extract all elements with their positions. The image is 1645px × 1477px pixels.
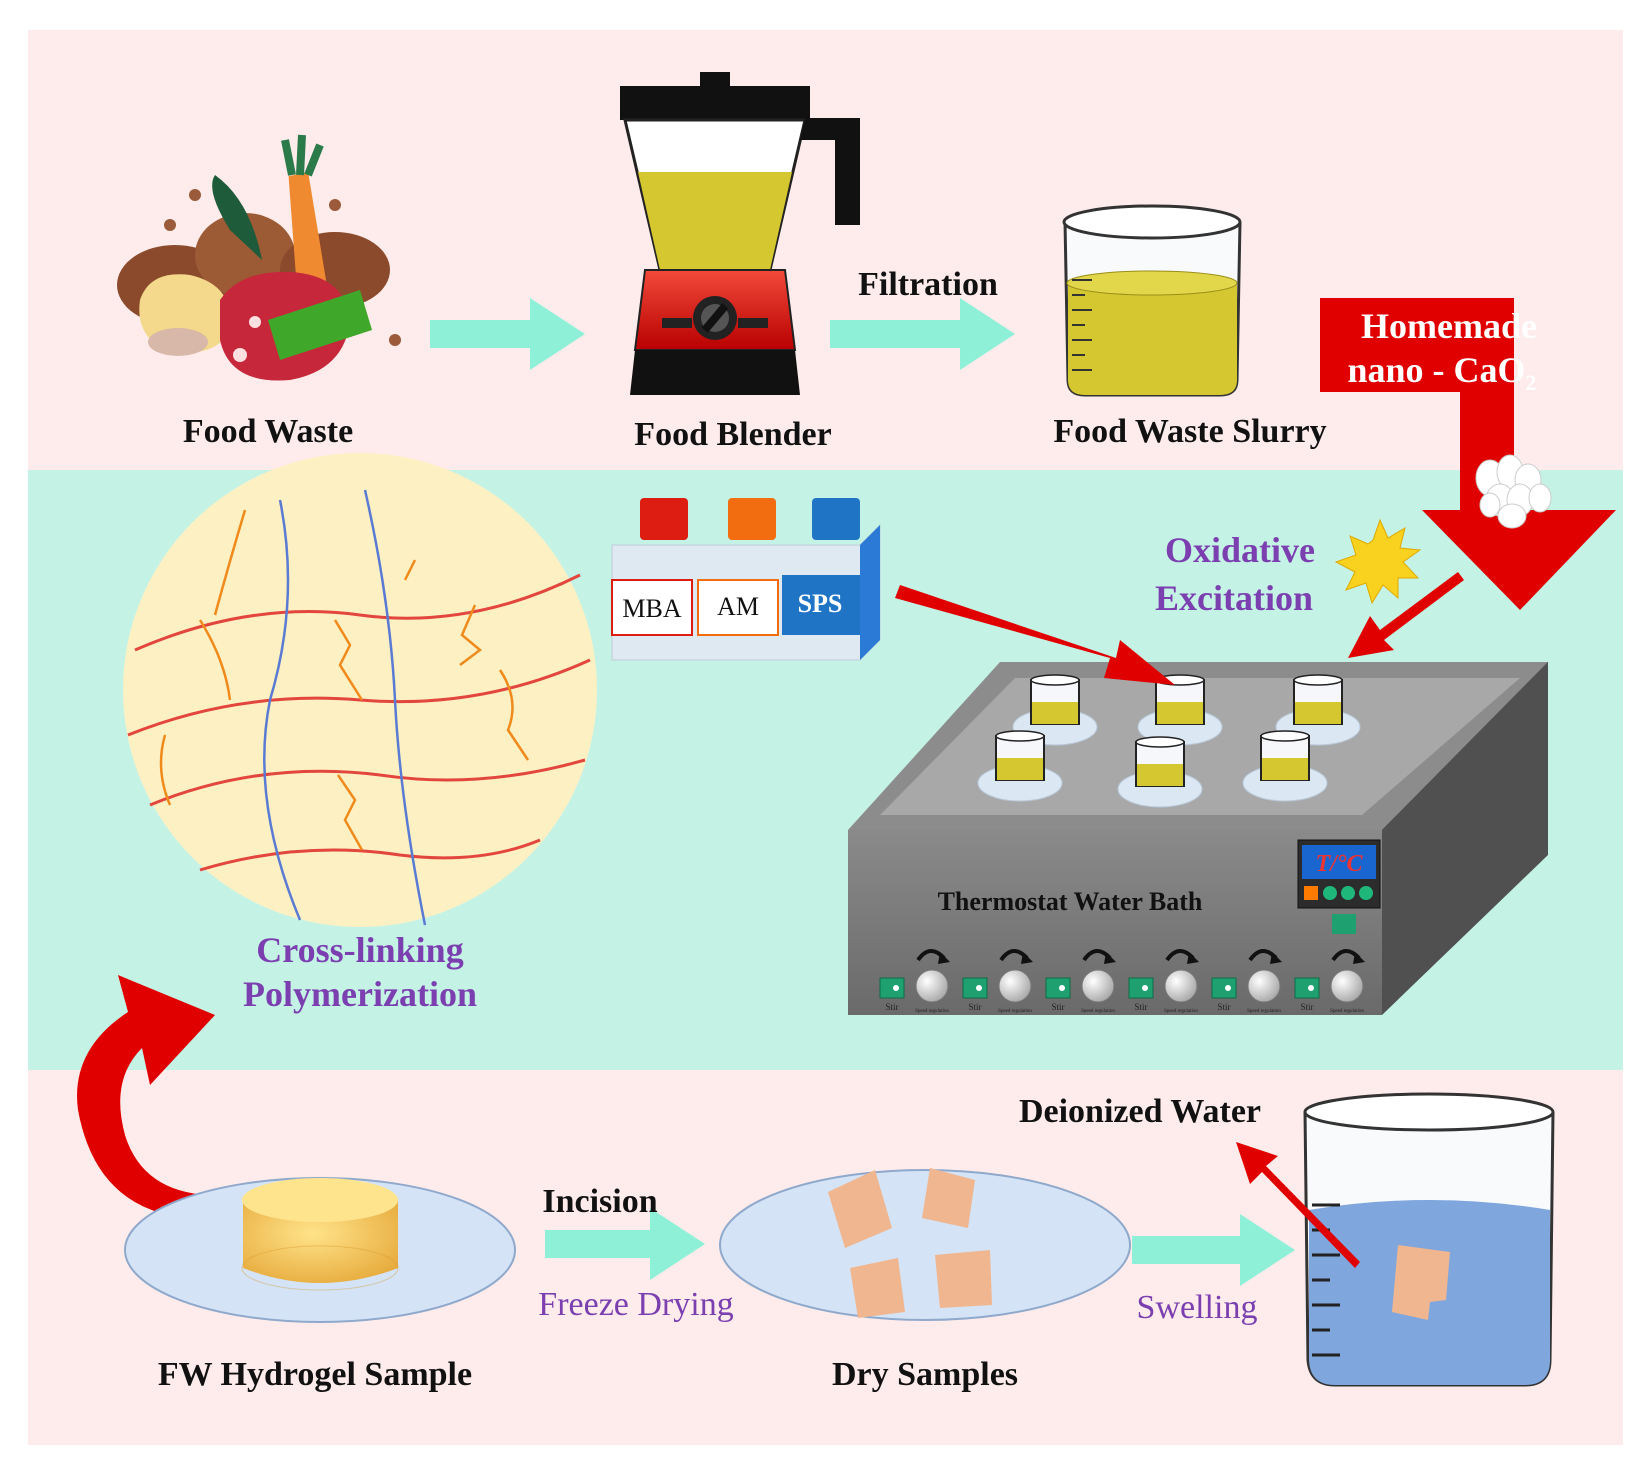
- reagent-label-am: AM: [717, 592, 759, 621]
- bath-beaker: [1117, 736, 1203, 808]
- stir-switch[interactable]: [1045, 977, 1071, 999]
- evaporation-arrow: [1236, 1142, 1360, 1268]
- label-nano-cao2: nano - CaO2: [1347, 350, 1536, 395]
- stir-label: Stir: [1051, 1002, 1064, 1012]
- label-polymerization: Polymerization: [243, 974, 477, 1014]
- speed-label: Speed regulation: [915, 1009, 949, 1014]
- bath-beaker: [1012, 674, 1098, 746]
- oxidation-sun-icon: [1334, 518, 1422, 605]
- stir-switch[interactable]: [879, 977, 905, 999]
- cao2-arrow: [1320, 298, 1616, 610]
- label-food-blender: Food Blender: [634, 416, 831, 453]
- speed-label: Speed regulation: [1164, 1009, 1198, 1014]
- label-thermostat: Thermostat Water Bath: [938, 887, 1203, 916]
- bath-beaker: [977, 730, 1063, 802]
- temperature-label: T/°C: [1316, 851, 1364, 877]
- food-waste-illustration: [117, 134, 401, 381]
- label-freeze-drying: Freeze Drying: [538, 1286, 733, 1323]
- label-deionized-water: Deionized Water: [1019, 1093, 1261, 1130]
- stir-switch[interactable]: [962, 977, 988, 999]
- label-excitation: Excitation: [1155, 578, 1313, 618]
- speed-knob[interactable]: [1330, 949, 1365, 1003]
- speed-knob[interactable]: [1247, 949, 1282, 1003]
- label-swelling: Swelling: [1137, 1289, 1258, 1326]
- temperature-display: T/°C: [1297, 839, 1381, 934]
- arrow-to-swelling: [1132, 1214, 1295, 1286]
- arrow-to-slurry: [830, 298, 1015, 370]
- deionized-water-beaker-illustration: [1303, 1092, 1555, 1387]
- speed-label: Speed regulation: [1081, 1009, 1115, 1014]
- speed-knob[interactable]: [1164, 949, 1199, 1003]
- reagent-cap-am: [728, 498, 776, 540]
- speed-knob[interactable]: [1081, 949, 1116, 1003]
- arrow-to-dry-samples: [545, 1208, 705, 1280]
- speed-label: Speed regulation: [1247, 1009, 1281, 1014]
- stir-label: Stir: [1217, 1002, 1230, 1012]
- label-incision: Incision: [542, 1183, 657, 1220]
- bath-beaker: [1242, 730, 1328, 802]
- label-dry-samples: Dry Samples: [832, 1356, 1018, 1393]
- stir-label: Stir: [968, 1002, 981, 1012]
- reagent-cap-sps: [812, 498, 860, 540]
- speed-knob[interactable]: [998, 949, 1033, 1003]
- dry-samples-illustration: [719, 1168, 1131, 1321]
- slurry-beaker-illustration: [1062, 204, 1242, 397]
- label-food-waste-slurry: Food Waste Slurry: [1053, 413, 1326, 450]
- label-cross-linking: Cross-linking: [256, 930, 463, 970]
- stir-label: Stir: [885, 1002, 898, 1012]
- bath-beakers: [977, 674, 1361, 808]
- label-filtration: Filtration: [858, 266, 998, 303]
- reagent-cap-mba: [640, 498, 688, 540]
- polymer-network-illustration: [123, 453, 597, 927]
- speed-label: Speed regulation: [998, 1009, 1032, 1014]
- excitation-to-bath-arrow: [1348, 572, 1464, 658]
- stir-label: Stir: [1134, 1002, 1147, 1012]
- reagent-label-sps: SPS: [798, 589, 843, 618]
- reagent-to-bath-arrow: [895, 585, 1175, 685]
- blender-illustration: [620, 72, 860, 395]
- stir-switch[interactable]: [1294, 977, 1320, 999]
- label-oxidative: Oxidative: [1165, 530, 1315, 570]
- label-nano-cao2-subscript: 2: [1526, 370, 1537, 395]
- speed-knob[interactable]: [915, 949, 950, 1003]
- cao2-particles: [1475, 454, 1552, 529]
- stir-label: Stir: [1300, 1002, 1313, 1012]
- stir-switch[interactable]: [1128, 977, 1154, 999]
- label-homemade: Homemade: [1361, 306, 1537, 346]
- label-nano-cao2-text: nano - CaO: [1347, 350, 1525, 390]
- stir-switch[interactable]: [1211, 977, 1237, 999]
- reagent-bottles: MBA AM SPS: [611, 498, 881, 661]
- label-fw-hydrogel: FW Hydrogel Sample: [158, 1356, 472, 1393]
- reagent-label-mba: MBA: [622, 594, 681, 623]
- arrow-to-blender: [430, 298, 585, 370]
- label-food-waste: Food Waste: [183, 413, 353, 450]
- hydrogel-sample-illustration: [124, 1177, 516, 1323]
- speed-label: Speed regulation: [1330, 1009, 1364, 1014]
- curved-return-arrow: [77, 975, 230, 1220]
